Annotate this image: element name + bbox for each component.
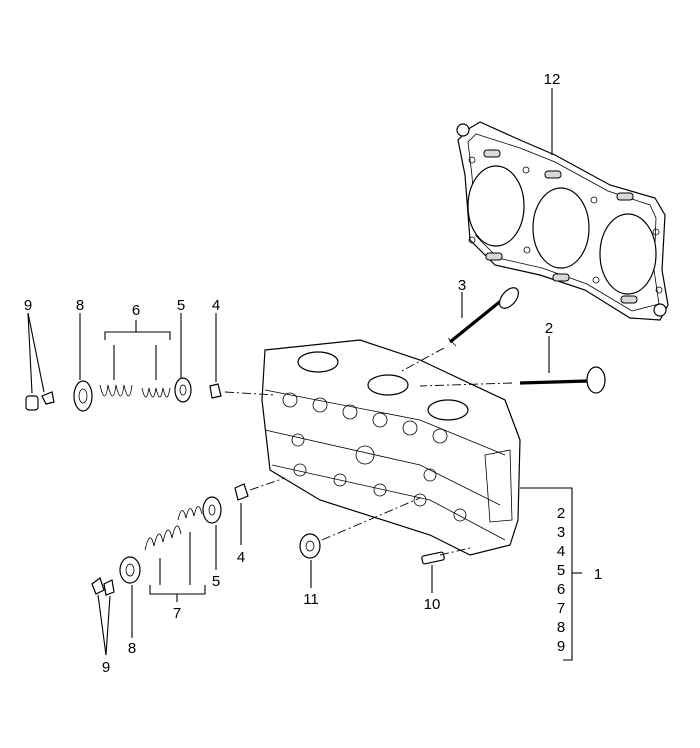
includes-item: 5 — [557, 562, 565, 579]
upper-valve-train — [25, 377, 276, 412]
callout-5-top: 5 — [177, 297, 185, 314]
leader-lines — [27, 88, 582, 661]
includes-item: 6 — [557, 581, 565, 598]
callout-11: 11 — [303, 591, 319, 608]
callout-6: 6 — [132, 302, 140, 319]
callout-1: 1 — [594, 566, 602, 583]
includes-item: 4 — [557, 543, 565, 560]
callout-8-top: 8 — [76, 297, 84, 314]
callout-10: 10 — [424, 596, 441, 613]
includes-item: 9 — [557, 638, 565, 655]
lower-valve-train — [91, 477, 286, 596]
callout-7: 7 — [173, 605, 181, 622]
head-gasket — [456, 121, 669, 321]
cylinder-head-block — [261, 339, 521, 556]
includes-item: 7 — [557, 600, 565, 617]
callout-labels: 12 3 2 9 8 6 5 4 4 5 7 8 9 11 10 1 — [24, 71, 602, 676]
callout-9-top: 9 — [24, 297, 32, 314]
includes-item: 3 — [557, 524, 565, 541]
includes-item: 8 — [557, 619, 565, 636]
callout-4-top: 4 — [212, 297, 220, 314]
included-parts-list: 2 3 4 5 6 7 8 9 — [557, 505, 565, 655]
callout-9-bottom: 9 — [102, 659, 110, 676]
plug-and-stud — [299, 497, 471, 565]
callout-3: 3 — [458, 277, 466, 294]
exhaust-valve — [447, 287, 519, 347]
includes-item: 2 — [557, 505, 565, 522]
callout-4-mid: 4 — [237, 549, 245, 566]
intake-valve — [519, 366, 606, 394]
callout-12: 12 — [544, 71, 561, 88]
callout-5-bottom: 5 — [212, 573, 220, 590]
callout-8-bottom: 8 — [128, 640, 136, 657]
callout-2: 2 — [545, 320, 553, 337]
